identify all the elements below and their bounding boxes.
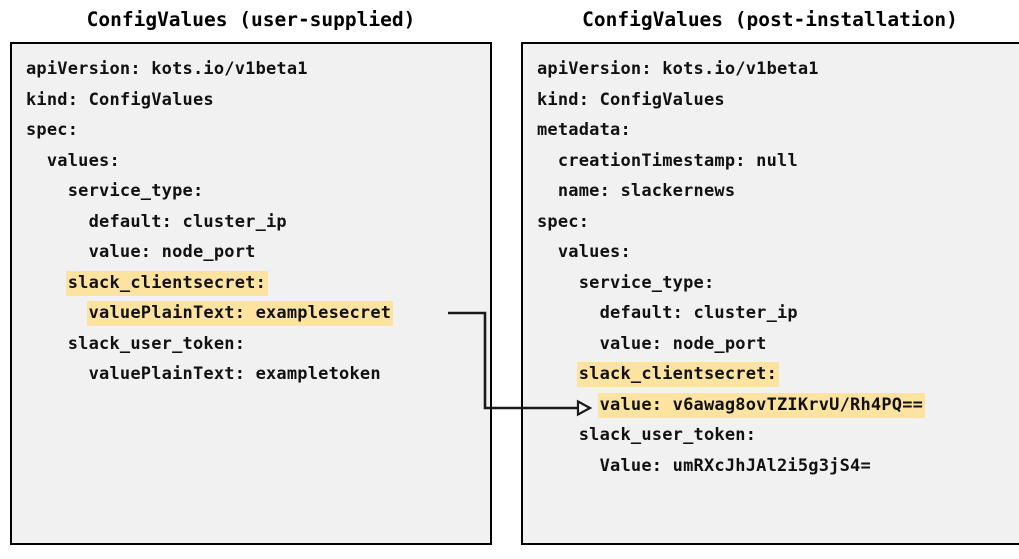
code-text-highlighted: slack_clientsecret: xyxy=(65,270,269,296)
code-line: service_type: xyxy=(26,176,490,207)
code-line: name: slackernews xyxy=(537,176,1019,207)
code-text: apiVersion: kots.io/v1beta1 xyxy=(537,59,819,79)
code-text: spec: xyxy=(26,120,79,140)
code-line: slack_user_token: xyxy=(537,420,1019,451)
code-indent xyxy=(26,181,68,201)
code-indent xyxy=(26,364,89,384)
code-text: apiVersion: kots.io/v1beta1 xyxy=(26,59,308,79)
code-text-highlighted: value: v6awag8ovTZIKrvU/Rh4PQ== xyxy=(597,392,926,418)
code-box-post-installation: apiVersion: kots.io/v1beta1 kind: ConfigV… xyxy=(521,42,1019,545)
code-indent xyxy=(537,242,558,262)
code-indent xyxy=(26,303,89,323)
code-line: slack_clientsecret: xyxy=(26,268,490,299)
code-indent xyxy=(26,242,89,262)
panel-title-post-installation: ConfigValues (post-installation) xyxy=(582,8,958,31)
code-line: default: cluster_ip xyxy=(26,207,490,238)
code-text: service_type: xyxy=(67,181,204,201)
code-indent xyxy=(537,425,579,445)
code-line: value: node_port xyxy=(537,329,1019,360)
code-line: metadata: xyxy=(537,115,1019,146)
code-line: value: v6awag8ovTZIKrvU/Rh4PQ== xyxy=(537,390,1019,421)
code-line: creationTimestamp: null xyxy=(537,146,1019,177)
code-content-user-supplied: apiVersion: kots.io/v1beta1 kind: ConfigV… xyxy=(26,54,490,390)
code-indent xyxy=(537,334,600,354)
code-line: slack_clientsecret: xyxy=(537,359,1019,390)
code-line: Value: umRXcJhJAl2i5g3jS4= xyxy=(537,451,1019,482)
code-indent xyxy=(26,212,89,232)
code-text-highlighted: slack_clientsecret: xyxy=(576,362,780,387)
code-text: service_type: xyxy=(578,272,715,293)
code-text: value: node_port xyxy=(88,242,256,262)
code-text: default: cluster_ip xyxy=(599,303,798,323)
code-indent xyxy=(26,334,68,354)
code-indent xyxy=(26,273,68,293)
code-text: values: xyxy=(557,242,631,262)
code-line: service_type: xyxy=(537,268,1019,299)
code-indent xyxy=(537,273,579,293)
code-text: value: node_port xyxy=(599,333,767,354)
panel-title-user-supplied: ConfigValues (user-supplied) xyxy=(86,8,416,31)
code-text: values: xyxy=(46,150,120,171)
code-text: default: cluster_ip xyxy=(88,211,287,232)
code-line: spec: xyxy=(537,207,1019,238)
code-box-user-supplied: apiVersion: kots.io/v1beta1 kind: ConfigV… xyxy=(10,42,492,545)
code-text: spec: xyxy=(537,211,590,232)
code-text: valuePlainText: exampletoken xyxy=(88,364,381,384)
code-indent xyxy=(537,364,579,384)
code-line: spec: xyxy=(26,115,490,146)
code-indent xyxy=(537,181,558,201)
code-line: kind: ConfigValues xyxy=(537,85,1019,116)
code-indent xyxy=(537,395,600,415)
code-text: slack_user_token: xyxy=(67,333,246,354)
code-indent xyxy=(26,151,47,171)
code-text: name: slackernews xyxy=(557,181,736,201)
code-line: slack_user_token: xyxy=(26,329,490,360)
code-indent xyxy=(537,151,558,171)
code-text-highlighted: valuePlainText: examplesecret xyxy=(86,301,394,326)
code-line: values: xyxy=(537,237,1019,268)
code-line: apiVersion: kots.io/v1beta1 xyxy=(26,54,490,85)
code-content-post-installation: apiVersion: kots.io/v1beta1 kind: ConfigV… xyxy=(537,54,1019,481)
code-line: apiVersion: kots.io/v1beta1 xyxy=(537,54,1019,85)
code-line: valuePlainText: exampletoken xyxy=(26,359,490,390)
code-line: default: cluster_ip xyxy=(537,298,1019,329)
code-text: kind: ConfigValues xyxy=(26,89,214,110)
code-line: kind: ConfigValues xyxy=(26,85,490,116)
code-indent xyxy=(537,303,600,323)
code-text: Value: umRXcJhJAl2i5g3jS4= xyxy=(599,455,871,476)
code-text: metadata: xyxy=(537,120,631,140)
code-text: creationTimestamp: null xyxy=(557,150,798,171)
code-text: slack_user_token: xyxy=(578,425,757,445)
code-line: values: xyxy=(26,146,490,177)
code-line: valuePlainText: examplesecret xyxy=(26,298,490,329)
code-line: value: node_port xyxy=(26,237,490,268)
code-indent xyxy=(537,456,600,476)
code-text: kind: ConfigValues xyxy=(537,89,725,110)
